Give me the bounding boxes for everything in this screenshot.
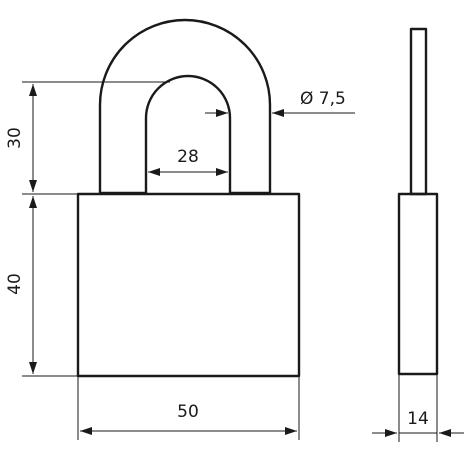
side-view — [397, 27, 439, 376]
shackle-outline — [98, 18, 272, 195]
dimension-body-width: 50 — [77, 376, 300, 440]
dimension-shackle-inner-width: 28 — [148, 147, 228, 176]
dimension-body-height: 40 — [5, 196, 78, 377]
dim-label-body-width: 50 — [177, 402, 199, 422]
dim-label-body-thickness: 14 — [407, 409, 429, 429]
side-body — [397, 192, 439, 376]
side-shackle — [409, 27, 428, 196]
dim-label-shackle-inner-width: 28 — [177, 147, 199, 167]
lock-body — [76, 192, 301, 378]
front-view — [76, 18, 301, 378]
dim-label-shackle-height: 30 — [5, 127, 25, 149]
dimension-shackle-height: 30 — [5, 81, 170, 195]
dim-label-body-height: 40 — [5, 273, 25, 295]
dim-label-shackle-diameter: Ø 7,5 — [300, 89, 346, 109]
dimension-shackle-diameter: Ø 7,5 — [205, 89, 355, 117]
dimension-body-thickness: 14 — [372, 374, 464, 442]
